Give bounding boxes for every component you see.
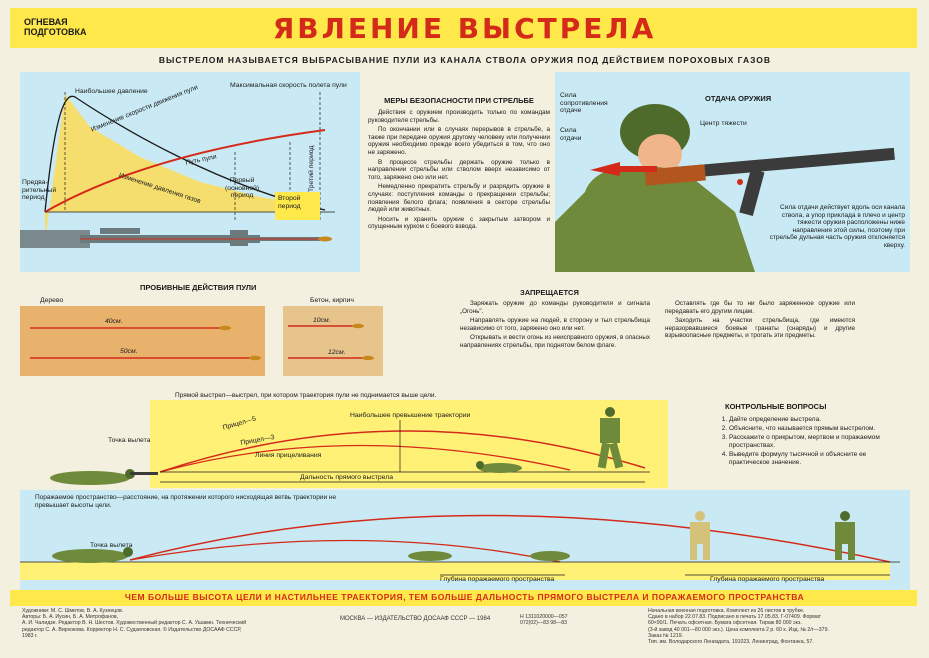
control-questions-heading: Контрольные вопросы bbox=[725, 402, 827, 411]
bullet-icon bbox=[249, 355, 261, 361]
bullet-icon bbox=[219, 325, 231, 331]
recoil-arrow-icon bbox=[590, 162, 620, 176]
safety-paragraph: По окончании или в случаях перерывов в с… bbox=[368, 126, 550, 156]
safety-paragraph: Действия с оружием производить только по… bbox=[368, 109, 550, 124]
trajectory-sight5 bbox=[159, 430, 646, 473]
shot-definition: Выстрелом называется выбрасывание пули и… bbox=[158, 55, 772, 65]
trajectory-sight3 bbox=[159, 444, 571, 473]
direct-shot-panel: Наибольшее превышение траектории Прицел—… bbox=[150, 400, 668, 488]
wood-panel: 40см. 50см. bbox=[20, 306, 265, 376]
center-of-gravity-label: Центр тяжести bbox=[700, 120, 747, 127]
prohibited-item: Заряжать оружие до команды руководителя … bbox=[460, 300, 650, 315]
running-target-icon bbox=[690, 511, 855, 560]
shooter-prone-icon bbox=[50, 469, 158, 485]
affected-depth-label-1: Глубина поражаемого пространства bbox=[440, 576, 555, 583]
concrete-panel: 10см. 12см. bbox=[283, 306, 383, 376]
max-velocity-label: Максимальная скорость полета пули bbox=[230, 82, 347, 89]
control-question: Выведите формулу тысячной и объясните ее… bbox=[729, 451, 880, 467]
pressure-velocity-chart bbox=[20, 92, 335, 248]
poster-title: ЯВЛЕНИЕ ВЫСТРЕЛА bbox=[272, 12, 657, 45]
affected-space-panel: Поражаемое пространство—расстояние, на п… bbox=[20, 490, 910, 590]
wood-label: Дерево bbox=[40, 297, 64, 304]
center-of-gravity-icon bbox=[737, 179, 743, 185]
soldier-firing-illustration bbox=[555, 104, 895, 272]
recoil-panel: Отдача оружия Сила сопротивления отдаче … bbox=[555, 72, 910, 272]
resistance-force-label: Сила сопротивления отдаче bbox=[560, 92, 608, 114]
wood-depth-50: 50см. bbox=[120, 348, 138, 355]
second-period-label: Второй период bbox=[278, 195, 301, 210]
first-period-label: Первый (основной) период bbox=[225, 177, 260, 199]
conclusion-text: Чем больше высота цели и настильнее трае… bbox=[124, 592, 805, 602]
trajectory-long bbox=[129, 514, 891, 563]
prohibited-left: Заряжать оружие до команды руководителя … bbox=[460, 300, 650, 352]
header-bar bbox=[10, 8, 917, 48]
recoil-force-label: Сила отдачи bbox=[560, 127, 582, 142]
pressure-diagram-panel: Максимальная скорость полета пули Наибол… bbox=[20, 72, 360, 272]
third-period-label: Третий период bbox=[308, 145, 315, 192]
preliminary-period-label: Предва- рительный период bbox=[22, 179, 57, 201]
aim-line-label: Линия прицеливания bbox=[255, 452, 322, 459]
prohibited-heading: Запрещается bbox=[520, 288, 579, 297]
uniform-shape bbox=[555, 166, 755, 272]
imprint-print-info: Начальная военная подготовка. Комплект и… bbox=[648, 608, 829, 646]
prohibited-item: Оставлять где бы то ни было заряженное о… bbox=[665, 300, 855, 315]
rifle-silhouette-icon bbox=[20, 228, 332, 248]
velocity-curve bbox=[44, 129, 326, 213]
safety-paragraph: Носить и хранить оружие с закрытым затво… bbox=[368, 215, 550, 231]
recoil-description: Сила отдачи действует вдоль оси канала с… bbox=[769, 204, 905, 249]
prohibited-item: Направлять оружие на людей, в сторону и … bbox=[460, 317, 650, 332]
direct-range-label: Дальность прямого выстрела bbox=[300, 474, 393, 481]
max-pressure-label: Наибольшее давление bbox=[75, 88, 148, 95]
safety-section: Меры безопасности при стрельбе Действия … bbox=[368, 96, 550, 233]
bullet-icon bbox=[362, 355, 374, 361]
safety-paragraph: В процессе стрельбы держать оружие тольк… bbox=[368, 158, 550, 181]
concrete-depth-12: 12см. bbox=[328, 349, 346, 356]
concrete-depth-10: 10см. bbox=[313, 317, 331, 324]
rifle-icon bbox=[674, 147, 895, 179]
control-question: Объясните, что называется прямым выстрел… bbox=[729, 425, 880, 433]
imprint-authors: Художники: М. С. Шмитов, В. А. Кузнецов.… bbox=[22, 608, 247, 639]
target-soldier-icon bbox=[597, 407, 624, 469]
affected-departure-label: Точка вылета bbox=[90, 542, 133, 549]
shooter-prone-icon bbox=[52, 547, 133, 563]
prohibited-item: Открывать и вести огонь из неисправного … bbox=[460, 334, 650, 349]
conclusion-bar bbox=[10, 590, 917, 606]
bullet-icon bbox=[352, 323, 364, 329]
prone-target-icon bbox=[408, 551, 570, 561]
control-questions-list: Дайте определение выстрела. Объясните, ч… bbox=[715, 416, 880, 468]
wood-depth-40: 40см. bbox=[105, 318, 123, 325]
control-question: Расскажите о прикрытом, мертвом и поража… bbox=[729, 434, 880, 450]
direct-shot-definition: Прямой выстрел—выстрел, при котором трае… bbox=[175, 392, 437, 399]
max-excess-label: Наибольшее превышение траектории bbox=[350, 412, 471, 419]
recoil-heading: Отдача оружия bbox=[705, 94, 772, 103]
pressure-area bbox=[45, 94, 320, 242]
pressure-curve bbox=[44, 95, 326, 213]
prohibited-item: Заходить на участки стрельбища, где имею… bbox=[665, 317, 855, 340]
affected-depth-label-2: Глубина поражаемого пространства bbox=[710, 576, 825, 583]
imprint-publisher: МОСКВА — ИЗДАТЕЛЬСТВО ДОСААФ СССР — 1984 bbox=[340, 616, 491, 622]
departure-point-label: Точка вылета bbox=[108, 437, 151, 444]
affected-space-definition: Поражаемое пространство—расстояние, на п… bbox=[35, 494, 337, 509]
penetration-heading: Пробивные действия пули bbox=[140, 283, 257, 292]
safety-paragraph: Немедленно прекратить стрельбу и разряди… bbox=[368, 183, 550, 214]
control-question: Дайте определение выстрела. bbox=[729, 416, 880, 424]
imprint-codes: Н 1311020000—057 072(02)—83 98—83 bbox=[520, 614, 568, 627]
course-label: Огневая подготовка bbox=[24, 17, 87, 37]
safety-heading: Меры безопасности при стрельбе bbox=[384, 96, 534, 105]
trajectory-short bbox=[129, 539, 561, 563]
prone-target-icon bbox=[476, 461, 522, 473]
concrete-label: Бетон, кирпич bbox=[310, 297, 354, 304]
prohibited-right: Оставлять где бы то ни было заряженное о… bbox=[665, 300, 855, 342]
